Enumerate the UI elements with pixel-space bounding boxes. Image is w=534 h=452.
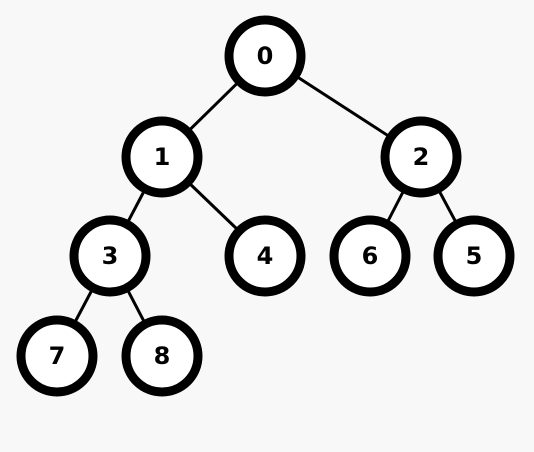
node-circle-1 bbox=[121, 116, 203, 198]
tree-node-2: 2 bbox=[380, 116, 462, 198]
node-circle-0 bbox=[224, 15, 306, 97]
node-circle-2 bbox=[380, 116, 462, 198]
tree-edges bbox=[55, 54, 476, 357]
tree-node-7: 7 bbox=[16, 315, 98, 397]
node-circle-7 bbox=[16, 315, 98, 397]
tree-node-8: 8 bbox=[121, 315, 203, 397]
node-label-4: 4 bbox=[257, 242, 274, 270]
tree-node-0: 0 bbox=[224, 15, 306, 97]
tree-node-3: 3 bbox=[69, 215, 151, 297]
node-circle-6 bbox=[329, 215, 411, 297]
node-circle-4 bbox=[224, 215, 306, 297]
tree-node-5: 5 bbox=[433, 215, 515, 297]
tree-node-1: 1 bbox=[121, 116, 203, 198]
node-circle-8 bbox=[121, 315, 203, 397]
node-label-7: 7 bbox=[49, 342, 66, 370]
tree-node-4: 4 bbox=[224, 215, 306, 297]
node-label-0: 0 bbox=[257, 42, 274, 70]
node-label-3: 3 bbox=[102, 242, 119, 270]
tree-node-6: 6 bbox=[329, 215, 411, 297]
tree-nodes: 0 1 2 3 4 6 5 7 8 bbox=[16, 15, 515, 397]
node-label-5: 5 bbox=[466, 242, 483, 270]
node-label-6: 6 bbox=[362, 242, 379, 270]
node-circle-5 bbox=[433, 215, 515, 297]
node-label-8: 8 bbox=[154, 342, 171, 370]
node-label-2: 2 bbox=[413, 143, 430, 171]
node-label-1: 1 bbox=[154, 143, 171, 171]
node-circle-3 bbox=[69, 215, 151, 297]
